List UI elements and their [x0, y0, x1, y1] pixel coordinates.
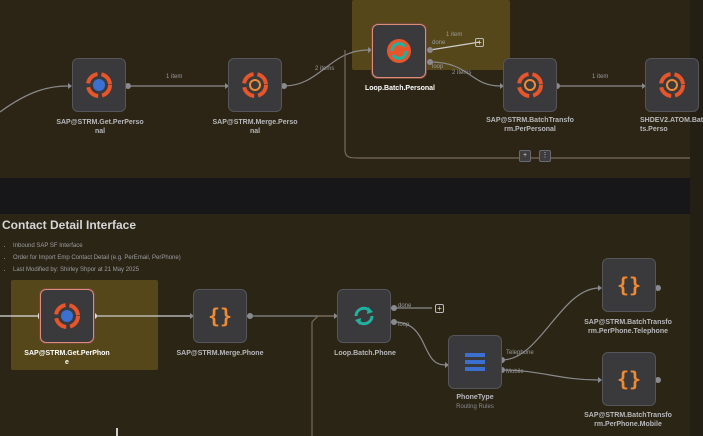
node-label: SAP@STRM.Get.PerPerso nal: [56, 119, 144, 135]
node-batchtransform-personal[interactable]: [503, 58, 557, 112]
code-braces-icon: {}: [207, 304, 233, 328]
sap-connector-icon: [54, 303, 80, 329]
sap-connector-icon: [517, 72, 543, 98]
sticky-note-bullet: Order for Import Emp Contact Detail (e.g…: [13, 252, 181, 264]
node-sublabel: Routing Rules: [456, 404, 494, 410]
sticky-note-bullet: Inbound SAP SF Interface: [13, 240, 181, 252]
add-node-button[interactable]: +: [435, 304, 444, 313]
node-merge-phone[interactable]: {}: [193, 289, 247, 343]
edge-label: Telephone: [506, 350, 534, 356]
node-label: PhoneType: [456, 394, 494, 401]
mouse-cursor: [116, 428, 118, 436]
node-label: SAP@STRM.BatchTransfo rm.PerPhone.Teleph…: [584, 319, 672, 335]
edge-label: done: [398, 303, 412, 309]
edge-label: Mobile: [506, 369, 524, 375]
node-label: SAP@STRM.BatchTransfo rm.PerPersonal: [486, 117, 574, 133]
node-mobile[interactable]: {}: [602, 352, 656, 406]
edge-label: 2 items: [315, 66, 335, 72]
sap-connector-icon: [242, 72, 268, 98]
node-label: Loop.Batch.Phone: [334, 350, 396, 357]
edge-label: loop: [432, 64, 444, 70]
node-phonetype[interactable]: [448, 335, 502, 389]
loop-icon: [354, 306, 374, 326]
node-label: SAP@STRM.Merge.Perso nal: [212, 119, 298, 135]
add-icon[interactable]: +: [519, 150, 531, 162]
code-braces-icon: {}: [616, 273, 642, 297]
node-label: SAP@STRM.Merge.Phone: [176, 350, 264, 357]
node-label: SAP@STRM.Get.PerPhon e: [24, 350, 110, 366]
edge-label: 1 item: [166, 74, 183, 80]
add-node-button[interactable]: +: [475, 38, 484, 47]
loop-icon: [387, 39, 411, 63]
edge-label: done: [432, 40, 446, 46]
node-merge-personal[interactable]: [228, 58, 282, 112]
code-braces-icon: {}: [616, 367, 642, 391]
node-label: Loop.Batch.Personal: [364, 85, 435, 92]
more-options-icon[interactable]: ⋮: [539, 150, 551, 162]
node-telephone[interactable]: {}: [602, 258, 656, 312]
node-label: SHDEV2.ATOM.Bat ts.Perso: [640, 117, 703, 133]
canvas-divider: [0, 178, 690, 214]
node-label: SAP@STRM.BatchTransfo rm.PerPhone.Mobile: [584, 412, 672, 428]
sticky-note-title: Contact Detail Interface: [2, 218, 137, 232]
node-loop-personal[interactable]: [372, 24, 426, 78]
edge-label: loop: [398, 322, 410, 328]
sap-connector-icon: [659, 72, 685, 98]
node-loop-phone[interactable]: [337, 289, 391, 343]
edge-label: 1 item: [446, 32, 463, 38]
edge-label: 1 item: [592, 74, 609, 80]
sticky-note-list: Inbound SAP SF Interface Order for Impor…: [6, 240, 181, 276]
node-shdev2[interactable]: [645, 58, 699, 112]
sticky-note-bullet: Last Modified by: Shirley Shpor at 21 Ma…: [13, 264, 181, 276]
sap-connector-icon: [86, 72, 112, 98]
node-get-perpersonal[interactable]: [72, 58, 126, 112]
edge-label: 2 items: [452, 70, 472, 76]
switch-icon: [465, 353, 485, 371]
node-get-perphone[interactable]: [40, 289, 94, 343]
